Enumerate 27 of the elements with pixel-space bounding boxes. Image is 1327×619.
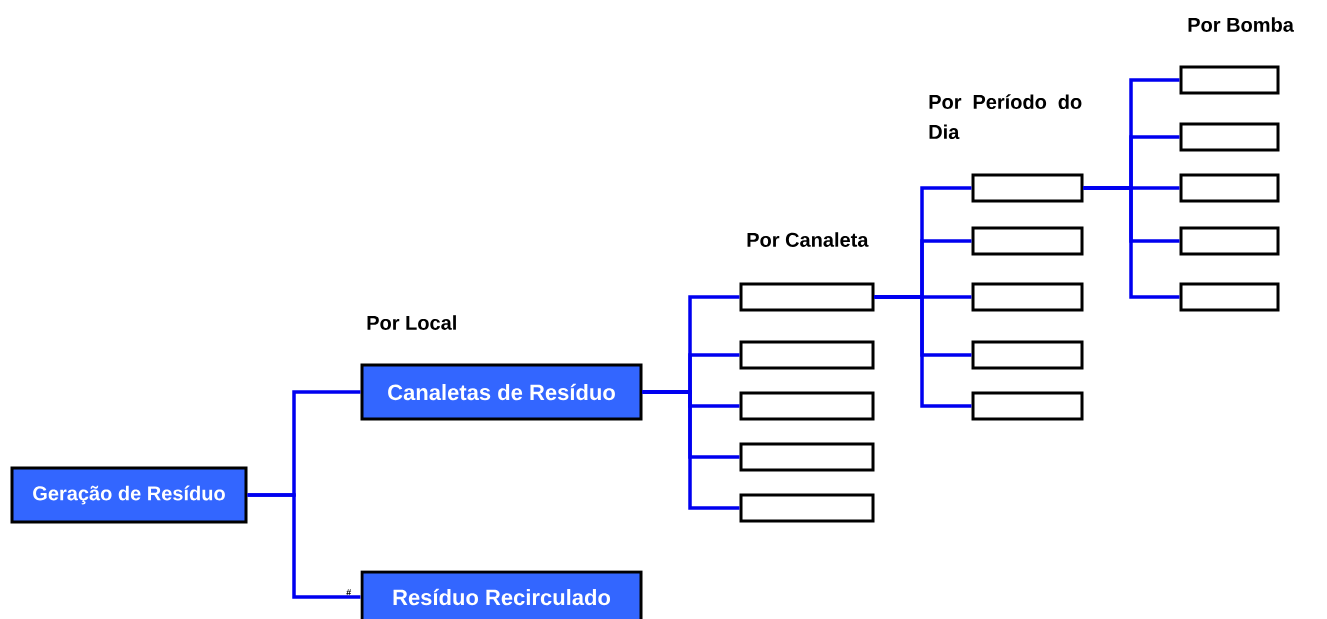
connector-line [247,493,361,599]
empty-box [971,226,1084,256]
heading-label: # [346,589,352,596]
connector-line [874,295,972,408]
empty-box [971,282,1084,312]
empty-box [1179,226,1280,256]
empty-box [1179,282,1280,312]
heading-label: Por Período do Dia [929,94,1082,140]
empty-box [1179,65,1280,95]
heading-label: Por Bomba [1188,17,1294,32]
process-box: Canaletas de Resíduo [360,363,643,421]
empty-box [971,340,1084,370]
empty-box [739,442,875,472]
empty-box [1179,173,1280,203]
process-box: Geração de Resíduo [10,466,248,524]
empty-box [739,340,875,370]
connector-line [1083,186,1180,299]
empty-box [971,391,1084,421]
heading-label: Por Canaleta [747,232,869,247]
heading-label: Por Local [367,315,456,330]
empty-box [971,173,1084,203]
empty-box [739,391,875,421]
connector-line [642,390,740,510]
process-box: Resíduo Recirculado [360,570,643,619]
empty-box [739,493,875,523]
empty-box [1179,122,1280,152]
empty-box [739,282,875,312]
